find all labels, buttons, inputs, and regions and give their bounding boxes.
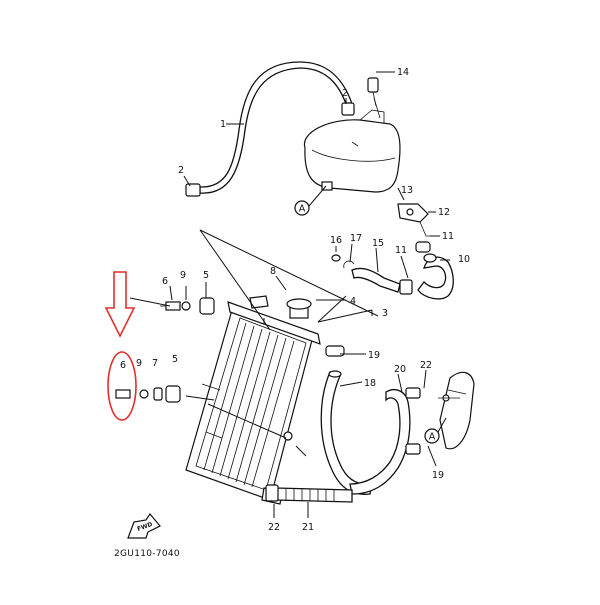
bolt-6 bbox=[115, 389, 131, 399]
fwd-label: FWD bbox=[136, 521, 153, 533]
collar-7 bbox=[153, 387, 163, 401]
circlip-17 bbox=[343, 260, 355, 269]
hose-clamp bbox=[405, 387, 421, 399]
callout: 21 bbox=[302, 522, 314, 533]
connector-a-lower: A bbox=[424, 417, 447, 444]
hose-clamp bbox=[185, 183, 201, 197]
callout: 19 bbox=[368, 350, 380, 361]
callout: 11 bbox=[442, 231, 454, 242]
callout: 3 bbox=[382, 308, 388, 319]
callout: 15 bbox=[372, 238, 384, 249]
radiator bbox=[185, 295, 321, 505]
water-pump-housing bbox=[438, 371, 475, 450]
connector-a-upper: A bbox=[294, 185, 327, 216]
hose-10 bbox=[417, 253, 454, 300]
washer-9 bbox=[139, 389, 149, 399]
callout: 2 bbox=[178, 165, 184, 176]
hose-clamp-11 bbox=[415, 241, 431, 253]
hose-clamp bbox=[399, 279, 413, 295]
callout-labels: 1 2 2 3 4 5 5 6 6 7 8 9 9 10 11 11 12 13… bbox=[120, 67, 470, 533]
callout: 2 bbox=[342, 88, 348, 99]
connector-a-label: A bbox=[429, 432, 436, 443]
callout: 22 bbox=[420, 360, 432, 371]
callout: 14 bbox=[397, 67, 409, 78]
fwd-arrow: FWD bbox=[127, 512, 161, 539]
overflow-hose-1 bbox=[185, 61, 355, 197]
callout: 10 bbox=[458, 254, 470, 265]
callout: 9 bbox=[136, 358, 142, 369]
callout: 20 bbox=[394, 364, 406, 375]
hose-15 bbox=[351, 267, 413, 295]
bolt-14 bbox=[367, 77, 379, 93]
callout: 1 bbox=[220, 119, 226, 130]
callout: 4 bbox=[350, 296, 356, 307]
outlet-fitting bbox=[397, 203, 434, 237]
hose-clamp-19 bbox=[325, 345, 345, 357]
hose-clamp bbox=[341, 102, 355, 116]
callout: 8 bbox=[270, 266, 276, 277]
callout: 22 bbox=[268, 522, 280, 533]
hose-clamp bbox=[265, 484, 279, 502]
hose-20 bbox=[349, 387, 421, 495]
leader-lines bbox=[129, 71, 450, 518]
red-highlight-oval bbox=[107, 351, 137, 421]
callout: 13 bbox=[401, 185, 413, 196]
red-down-arrow bbox=[104, 271, 136, 338]
callout: 12 bbox=[438, 207, 450, 218]
washer-9 bbox=[181, 301, 191, 311]
hose-21 bbox=[265, 484, 353, 503]
grommet-5 bbox=[165, 385, 181, 403]
hose-18 bbox=[320, 370, 373, 495]
o-ring-16 bbox=[331, 254, 341, 262]
callout: 17 bbox=[350, 233, 362, 244]
upper-mount-hardware bbox=[160, 297, 215, 315]
lower-mount-hardware bbox=[115, 385, 181, 403]
highlight-marker bbox=[104, 271, 137, 421]
callout: 5 bbox=[172, 354, 178, 365]
connector-a-label: A bbox=[299, 204, 306, 215]
callout: 18 bbox=[364, 378, 376, 389]
grommet-5 bbox=[199, 297, 215, 315]
callout: 11 bbox=[395, 245, 407, 256]
diagram-code: 2GU110-7040 bbox=[114, 549, 180, 559]
callout: 9 bbox=[180, 270, 186, 281]
callout-highlighted: 6 bbox=[120, 360, 126, 371]
callout: 7 bbox=[152, 358, 158, 369]
callout: 16 bbox=[330, 235, 342, 246]
reservoir-tank bbox=[303, 77, 401, 193]
radiator-cap-4 bbox=[286, 298, 312, 310]
callout: 5 bbox=[203, 270, 209, 281]
hose-clamp bbox=[405, 443, 421, 455]
callout: 19 bbox=[432, 470, 444, 481]
callout: 6 bbox=[162, 276, 168, 287]
